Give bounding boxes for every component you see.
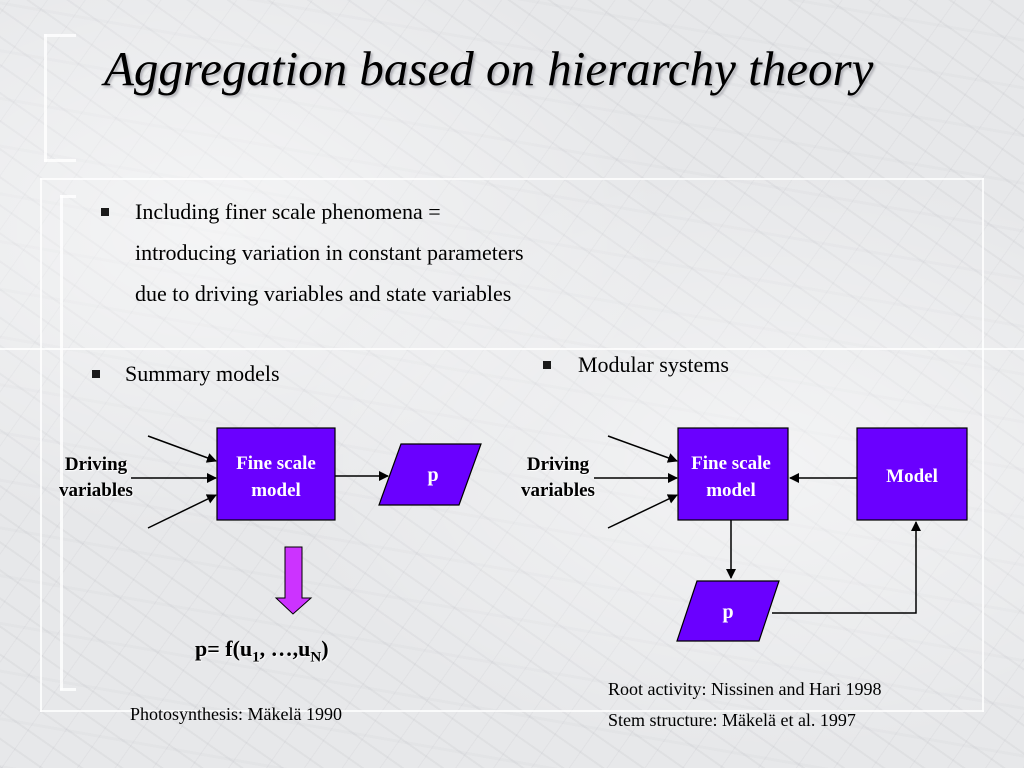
model-box	[856, 427, 968, 521]
left-box-label-line-1: Fine scale	[236, 453, 316, 474]
formula-sub-1: 1	[252, 649, 260, 666]
top-bullet-line-2: introducing variation in constant parame…	[135, 240, 524, 265]
frame-line-bottom	[40, 710, 984, 712]
title-bracket-bottom	[44, 159, 76, 162]
top-bullet-line-1: Including finer scale phenomena =	[135, 199, 441, 224]
right-driving-label-line-1: Driving	[526, 454, 590, 475]
left-driving-variables-label: Driving variables	[50, 452, 142, 504]
bullet-marker	[543, 361, 551, 369]
modular-systems-heading: Modular systems	[578, 352, 729, 377]
aggregation-down-arrow	[274, 546, 313, 615]
side-bracket-vertical	[60, 195, 63, 690]
side-bracket-bottom	[60, 688, 76, 691]
top-bullet-line-3: due to driving variables and state varia…	[135, 281, 512, 306]
right-reference-1: Root activity: Nissinen and Hari 1998	[608, 679, 882, 699]
left-output-parallelogram	[378, 443, 482, 506]
frame-line-top	[40, 178, 984, 180]
model-box-label: Model	[886, 466, 938, 487]
right-input-arrow-1	[607, 435, 678, 463]
summary-models-heading: Summary models	[125, 361, 280, 386]
left-driving-label-line-1: Driving	[64, 454, 128, 475]
right-box-label-line-2: model	[706, 480, 756, 501]
bullet-marker	[92, 370, 100, 378]
right-output-parallelogram	[676, 580, 780, 642]
right-driving-variables-label: Driving variables	[512, 452, 604, 504]
frame-line-right	[982, 178, 984, 712]
left-fine-scale-box	[216, 427, 336, 521]
left-box-label-line-2: model	[251, 480, 301, 501]
right-input-arrow-3	[607, 494, 678, 529]
right-output-label: p	[722, 601, 733, 623]
title-bracket-vertical	[44, 34, 47, 162]
left-input-arrow-3	[147, 494, 217, 529]
left-driving-label-line-2: variables	[59, 480, 133, 501]
feedback-arrow	[772, 521, 921, 614]
formula-lhs: p= f(u	[195, 636, 253, 661]
page-title: Aggregation based on hierarchy theory	[104, 41, 874, 96]
right-box-label-line-1: Fine scale	[691, 453, 771, 474]
left-output-label: p	[427, 464, 438, 486]
aggregation-formula: p= f(u1, …,uN)	[195, 636, 329, 666]
frame-line-mid	[0, 348, 1024, 350]
right-reference-2: Stem structure: Mäkelä et al. 1997	[608, 710, 856, 730]
formula-mid: , …,u	[259, 636, 311, 661]
left-input-arrow-1	[147, 435, 217, 463]
formula-rhs: )	[321, 636, 329, 661]
right-driving-label-line-2: variables	[521, 480, 595, 501]
frame-line-left	[40, 178, 42, 712]
left-reference: Photosynthesis: Mäkelä 1990	[130, 704, 342, 724]
formula-sub-n: N	[310, 649, 322, 666]
right-fine-scale-box	[677, 427, 789, 521]
bullet-marker	[101, 208, 109, 216]
side-bracket-top	[60, 195, 76, 198]
title-bracket-top	[44, 34, 76, 37]
